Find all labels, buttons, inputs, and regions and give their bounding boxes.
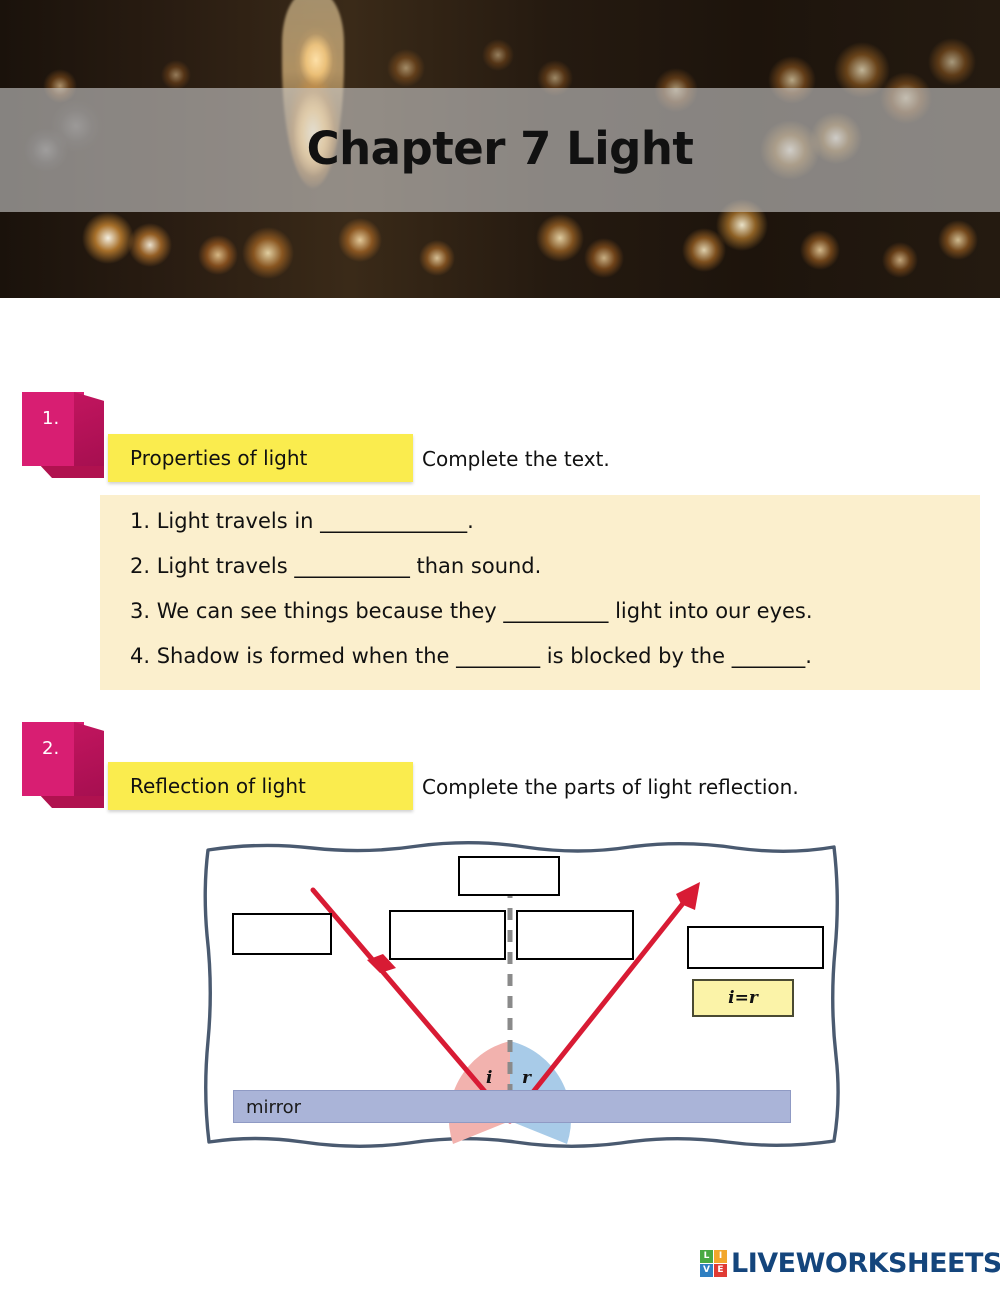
exercise-1-number: 1. [42,408,60,429]
text-line-3: 3. We can see things because they ______… [130,599,813,623]
logo-block-l: L [700,1250,713,1263]
mirror-bar: mirror [233,1090,791,1123]
diagram-frame [203,841,840,1148]
reflection-diagram: i=r i r mirror [200,838,843,1153]
liveworksheets-wordmark: LIVEWORKSHEETS [731,1248,1000,1279]
answer-box-reflected-ray[interactable] [516,910,634,960]
incident-ray [310,887,513,1124]
exercise-2-badge: 2. [22,722,114,808]
formula-box: i=r [692,979,794,1017]
reflected-ray-arrowhead [676,882,700,910]
angle-reflection-label: r [522,1068,531,1088]
liveworksheets-logo: L I V E LIVEWORKSHEETS [700,1248,1000,1279]
text-line-2: 2. Light travels ___________ than sound. [130,554,542,578]
exercise-1-badge: 1. [22,392,114,478]
exercise-2-instruction: Complete the parts of light reflection. [422,775,799,799]
badge-face [22,722,84,796]
banner-overlay-band [0,88,1000,212]
mirror-label: mirror [246,1097,302,1118]
angle-incidence-label: i [486,1068,493,1088]
text-line-1: 1. Light travels in ______________. [130,509,474,533]
exercise-1-text-panel: 1. Light travels in ______________. 2. L… [100,495,980,690]
exercise-2-label: Reflection of light [108,762,413,810]
badge-wedge [74,722,104,796]
page-title: Chapter 7 Light [306,122,694,175]
badge-face [22,392,84,466]
exercise-1-label: Properties of light [108,434,413,482]
header-banner: Chapter 7 Light [0,0,1000,298]
logo-block-v: V [700,1264,713,1277]
answer-box-normal[interactable] [458,856,560,896]
answer-box-right[interactable] [687,926,824,969]
reflected-ray [507,889,695,1124]
logo-block-i: I [714,1250,727,1263]
liveworksheets-logo-icon: L I V E [700,1250,727,1277]
incident-ray-arrowhead [367,954,396,973]
answer-box-left[interactable] [232,913,332,955]
logo-block-e: E [714,1264,727,1277]
exercise-1-instruction: Complete the text. [422,447,610,471]
badge-wedge [74,392,104,466]
exercise-2-number: 2. [42,738,60,759]
answer-box-incident-ray[interactable] [389,910,506,960]
text-line-4: 4. Shadow is formed when the ________ is… [130,644,812,668]
